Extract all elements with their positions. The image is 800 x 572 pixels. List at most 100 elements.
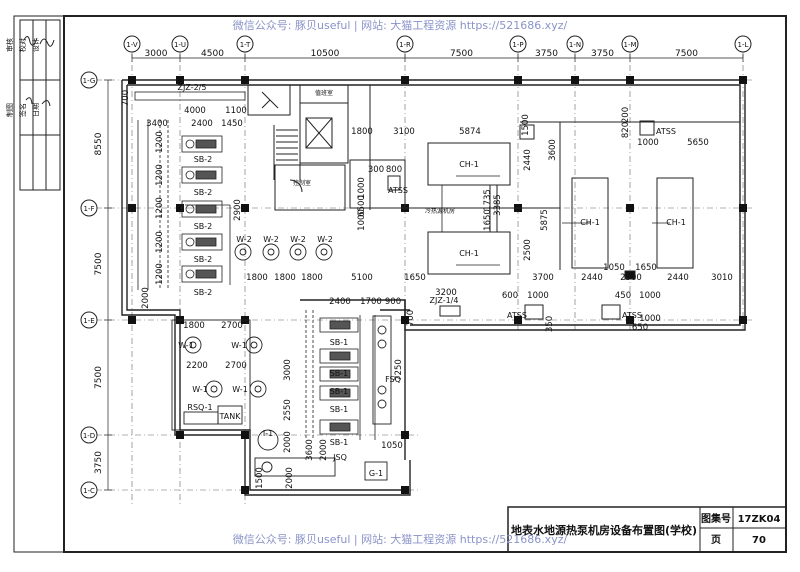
svg-text:2000: 2000 [141, 287, 151, 309]
sb2-label-5: SB-2 [194, 288, 213, 297]
svg-text:3600: 3600 [305, 439, 315, 461]
axis-label: 1-D [83, 432, 95, 440]
zjz-25-unit [134, 91, 246, 101]
w1-label-4: W-1 [232, 385, 248, 394]
atss-label-2: ATSS [388, 186, 408, 195]
axis-bubble-top: 1-N [566, 35, 584, 53]
sb1-label-4: SB-1 [330, 405, 349, 414]
axis-label: 1-F [83, 205, 94, 213]
svg-text:1000: 1000 [639, 291, 661, 301]
axis-bubble-left: 1-G [80, 71, 98, 89]
room-control: 控制室 [293, 179, 311, 187]
misc-dimension-labels: 700 4000 1100 3400 2400 1450 1800 3100 5… [121, 90, 733, 489]
axis-label: 1-T [240, 41, 251, 49]
svg-text:1650: 1650 [635, 263, 657, 273]
axis-bubbles-top: 1-V 1-U 1-T 1-R 1-P 1-N 1-M 1-L [123, 35, 752, 53]
top-dim-label: 4500 [201, 49, 224, 59]
axis-bubble-left: 1-E [80, 311, 98, 329]
svg-text:1200: 1200 [155, 197, 165, 219]
svg-text:700: 700 [121, 90, 131, 106]
svg-text:1100: 1100 [225, 106, 247, 116]
svg-text:1650: 1650 [483, 209, 493, 231]
jsq-label: JSQ [332, 453, 347, 462]
svg-text:3400: 3400 [146, 119, 168, 129]
sb1-label-2: SB-1 [330, 369, 349, 378]
svg-text:1735: 1735 [483, 189, 493, 211]
sb2-label-1: SB-2 [194, 155, 213, 164]
svg-text:3600: 3600 [548, 139, 558, 161]
svg-text:1700: 1700 [360, 297, 382, 307]
axis-bubble-top: 1-R [396, 35, 414, 53]
axis-bubble-top: 1-T [236, 35, 254, 53]
svg-text:2000: 2000 [319, 439, 329, 461]
sb1-label-5: SB-1 [330, 438, 349, 447]
svg-text:1500: 1500 [255, 467, 265, 489]
pipes [185, 175, 670, 440]
page-number: 70 [752, 535, 766, 546]
axis-label: 1-P [512, 41, 523, 49]
axis-label: 1-V [126, 41, 138, 49]
title-block-text: 地表水地源热泵机房设备布置图(学校) 图集号 17ZK04 页 70 [511, 512, 780, 546]
sb1-pump-group [305, 310, 359, 440]
zjz25-label: ZJZ-2/5 [178, 83, 207, 92]
sheet-inner-border [63, 15, 787, 553]
svg-text:650: 650 [632, 323, 648, 333]
axis-bubble-top: 1-V [123, 35, 141, 53]
atss-label-1: ATSS [656, 127, 676, 136]
lower-left-equipment [171, 315, 392, 481]
legend-entry: 日期 [32, 103, 40, 117]
top-dimension-chain [131, 54, 744, 62]
room-pump: 冷热源机房 [425, 207, 455, 215]
legend-entry: 审核 [5, 38, 14, 52]
sb2-label-2: SB-2 [194, 188, 213, 197]
sb2-pump-group [137, 120, 223, 290]
left-dim-label: 3750 [94, 451, 104, 474]
svg-text:3100: 3100 [393, 127, 415, 137]
axis-label: 1-M [623, 41, 636, 49]
svg-text:3000: 3000 [283, 359, 293, 381]
svg-text:800: 800 [386, 165, 402, 175]
svg-text:600: 600 [502, 291, 518, 301]
svg-text:2700: 2700 [221, 321, 243, 331]
left-dim-label: 7500 [94, 252, 104, 275]
drawing-title: 地表水地源热泵机房设备布置图(学校) [511, 523, 697, 537]
g1-label: G-1 [369, 469, 383, 478]
left-dim-label: 8550 [94, 132, 104, 155]
atss-label-3: ATSS [507, 311, 527, 320]
axis-bubble-left: 1-C [80, 481, 98, 499]
svg-text:1050: 1050 [603, 263, 625, 273]
svg-text:2000: 2000 [285, 467, 295, 489]
svg-text:1200: 1200 [155, 263, 165, 285]
w2-label-1: W-2 [236, 235, 252, 244]
w1-label-1: W-1 [178, 341, 194, 350]
sb1-label-1: SB-1 [330, 338, 349, 347]
axis-label: 1-U [174, 41, 186, 49]
axis-bubble-top: 1-P [509, 35, 527, 53]
equipment-labels: CH-1 CH-1 CH-1 CH-1 SB-2 SB-2 SB-2 SB-2 … [178, 83, 686, 478]
top-dim-label: 7500 [450, 49, 473, 59]
left-legend-block [19, 19, 61, 191]
atlas-number: 17ZK04 [738, 514, 781, 525]
axis-bubble-top: 1-L [734, 35, 752, 53]
svg-text:1000: 1000 [637, 138, 659, 148]
svg-text:4000: 4000 [184, 106, 206, 116]
svg-text:1800: 1800 [246, 273, 268, 283]
axis-label: 1-E [83, 317, 94, 325]
svg-text:3700: 3700 [532, 273, 554, 283]
top-dim-label: 10500 [311, 49, 340, 59]
svg-text:1800: 1800 [183, 321, 205, 331]
svg-text:450: 450 [615, 291, 631, 301]
sb2-label-3: SB-2 [194, 222, 213, 231]
svg-text:2200: 2200 [186, 361, 208, 371]
axis-bubble-left: 1-D [80, 426, 98, 444]
axis-bubble-left: 1-F [80, 199, 98, 217]
axis-bubble-top: 1-M [621, 35, 639, 53]
zjz14-label: ZJZ-1/4 [430, 296, 459, 305]
svg-text:3200: 3200 [435, 288, 457, 298]
svg-text:2440: 2440 [667, 273, 689, 283]
w1-label-3: W-1 [192, 385, 208, 394]
top-dim-label: 7500 [675, 49, 698, 59]
svg-text:2700: 2700 [225, 361, 247, 371]
